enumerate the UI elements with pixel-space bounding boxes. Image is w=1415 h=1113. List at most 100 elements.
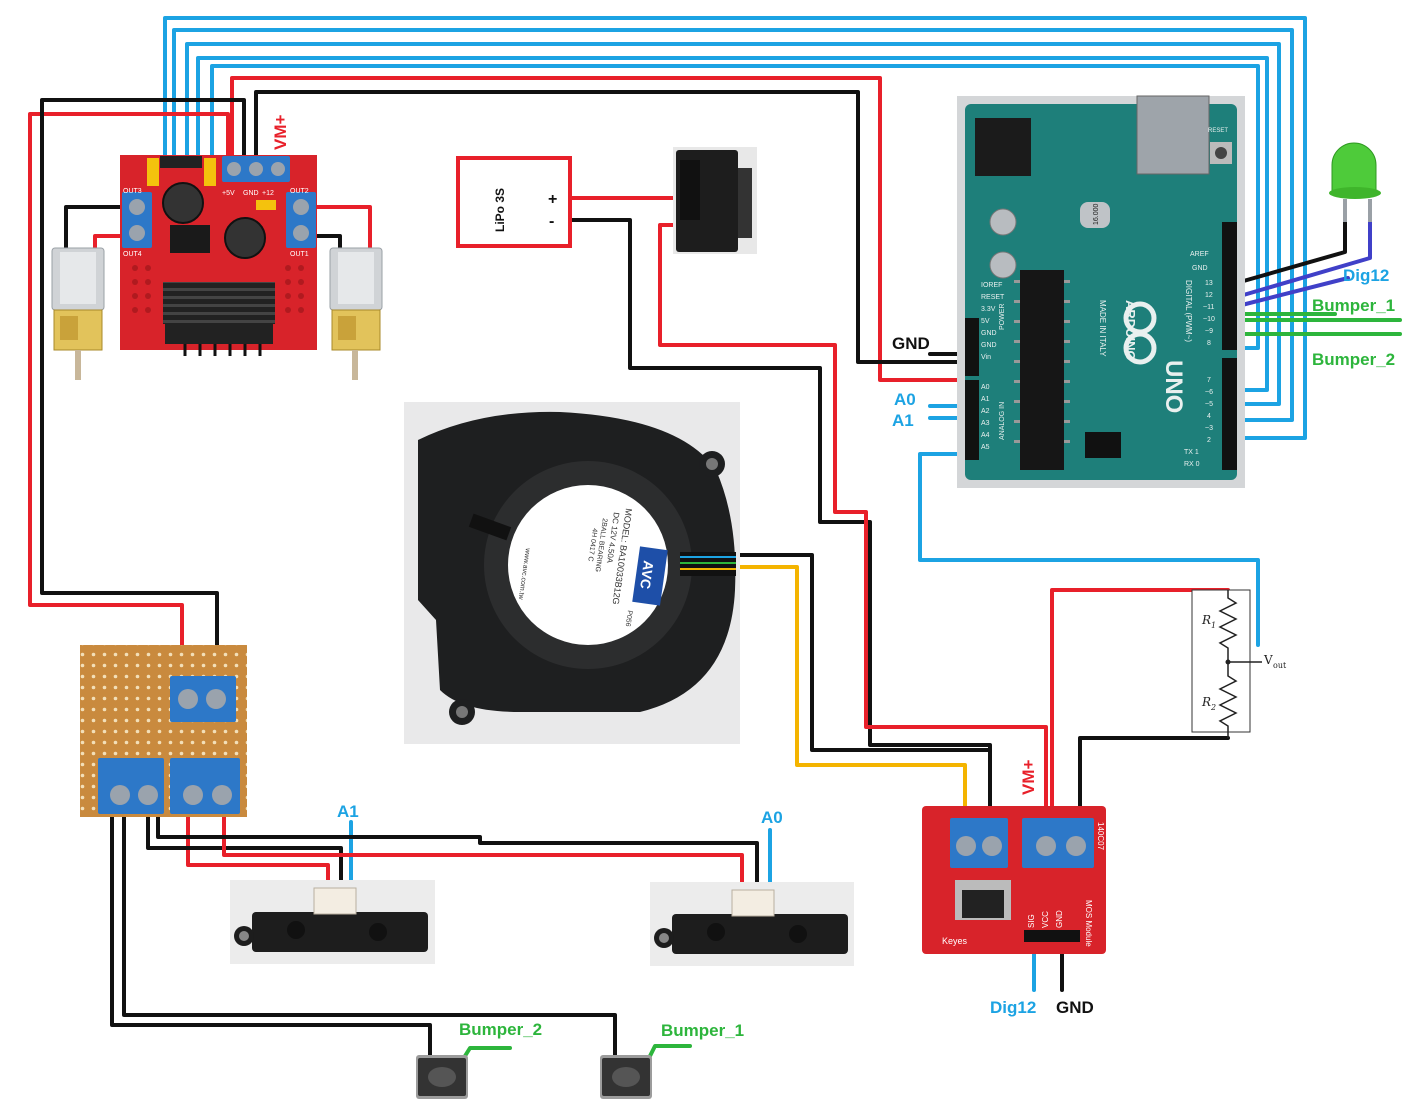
driver-capacitor-2 <box>224 217 266 259</box>
arduino-crystal-label: 16.000 <box>1093 203 1100 225</box>
fan-label-sticker <box>508 485 668 645</box>
pin-label: 13 <box>1205 280 1213 287</box>
arduino-cap-1 <box>989 208 1017 236</box>
fan-brand: AVC <box>637 560 657 590</box>
arduino-model: UNO <box>1160 360 1187 413</box>
pin-label: ~11 <box>1203 304 1214 311</box>
pin-label: 8 <box>1207 340 1211 347</box>
wire-black-bumper1 <box>122 813 617 1060</box>
pin-label: RESET <box>981 294 1005 301</box>
wire-red-vm-arduino <box>230 76 974 382</box>
pin-label: ~3 <box>1205 425 1213 432</box>
wire-black-motor-left <box>64 205 132 252</box>
wire-black-fan <box>733 553 992 752</box>
proto-board <box>80 645 247 817</box>
arduino-made-in: MADE IN ITALY <box>1098 300 1107 357</box>
battery-name: LiPo 3S <box>493 188 507 232</box>
mosfet-module: Keyes SIG VCC GND MOS Module 140C07 <box>922 806 1106 954</box>
wire-black-gnd-arduino <box>254 90 974 364</box>
arduino-atmega <box>1020 270 1064 470</box>
mosfet-module-label: MOS Module <box>1084 900 1093 947</box>
label-a1-sensor: A1 <box>337 802 359 821</box>
arduino-header-digital-low <box>1222 358 1237 470</box>
pin-label: 5V <box>981 318 990 325</box>
label-bumper1-arduino: Bumper_1 <box>1312 296 1395 315</box>
resistor-r2 <box>1218 662 1238 738</box>
label-bumper1-switch: Bumper_1 <box>661 1021 744 1040</box>
pin-label: A0 <box>981 384 990 391</box>
pin-label: 2 <box>1207 437 1211 444</box>
driver-regulator <box>170 225 210 253</box>
wire-red-driver-proto <box>28 112 230 682</box>
label-r1: R <box>1201 613 1211 627</box>
green-led <box>1329 142 1381 222</box>
pin-label: A4 <box>981 432 990 439</box>
fan-date: 4H 0417 C <box>586 528 598 562</box>
proto-terminal-top <box>170 676 236 722</box>
label-a1-arduino: A1 <box>892 411 914 430</box>
arduino-header-power <box>965 318 979 376</box>
label-a0-arduino: A0 <box>894 390 916 409</box>
label-dig12-mosfet: Dig12 <box>990 998 1036 1017</box>
arduino-uno: 16.000 ARDUINO UNO MADE IN ITALY DIGITAL… <box>957 95 1245 488</box>
pin-label: ~5 <box>1205 401 1213 408</box>
wire-blue-in4 <box>196 56 1269 392</box>
wire-blue-in3 <box>185 42 1281 406</box>
wire-black-driver-proto <box>40 98 246 682</box>
label-r1-sub: 1 <box>1211 621 1216 630</box>
driver-label-out2: OUT2 <box>290 188 309 195</box>
pin-label: GND <box>981 330 997 337</box>
wire-black-battery <box>568 218 992 822</box>
wire-red-motor-left <box>93 234 132 252</box>
arduino-cap-2 <box>989 251 1017 279</box>
pin-label: A1 <box>981 396 990 403</box>
label-r2: R <box>1201 695 1211 709</box>
arduino-logo <box>1123 301 1157 365</box>
pin-label: TX 1 <box>1184 449 1199 456</box>
pin-label: ~9 <box>1205 328 1213 335</box>
pin-label: 7 <box>1207 377 1211 384</box>
label-vout: V <box>1263 653 1273 667</box>
arduino-header-digital-high <box>1222 222 1237 350</box>
arduino-icsp <box>1085 432 1121 458</box>
proto-terminal-left <box>98 758 164 814</box>
pin-label: Vin <box>981 354 991 361</box>
mosfet-vcc: VCC <box>1041 911 1050 928</box>
pin-label: A3 <box>981 420 990 427</box>
label-dig12-arduino: Dig12 <box>1343 266 1389 285</box>
driver-label-gnd: GND <box>243 190 259 197</box>
label-vm-mosfet: VM+ <box>1019 760 1038 796</box>
wire-yellow-fan <box>733 565 967 822</box>
wire-green-bumper2-lead <box>463 1046 512 1058</box>
bumper-switch-2 <box>416 1055 468 1099</box>
pin-label: 4 <box>1207 413 1211 420</box>
wire-blue-in1 <box>163 16 1307 440</box>
arduino-aref: AREF <box>1190 251 1209 258</box>
driver-label-out3: OUT3 <box>123 188 142 195</box>
arduino-power-label: POWER <box>999 304 1006 330</box>
label-r2-sub: 2 <box>1210 703 1216 712</box>
label-gnd-arduino: GND <box>892 334 930 353</box>
motor-driver: OUT3 OUT4 OUT2 OUT1 +12 GND +5V <box>120 155 317 356</box>
mosfet-brand: Keyes <box>942 936 968 946</box>
wire-black-bumper2 <box>110 813 432 1060</box>
wire-black-sensor-a0 <box>156 813 759 892</box>
driver-heatsink <box>163 282 275 324</box>
wire-purple-led <box>1238 220 1372 298</box>
driver-jumper-2 <box>204 158 216 186</box>
driver-capacitor-1 <box>162 182 204 224</box>
arduino-analog-label: ANALOG IN <box>999 402 1006 440</box>
pin-label: GND <box>981 342 997 349</box>
driver-label-plus5: +5V <box>222 190 235 197</box>
pin-label: ~6 <box>1205 389 1213 396</box>
wire-green-bumper1-lead <box>648 1044 692 1058</box>
label-gnd-mosfet: GND <box>1056 998 1094 1017</box>
wire-black-led <box>1238 218 1347 284</box>
wire-blue-ena <box>210 64 1260 350</box>
ir-sensor-a0 <box>650 882 854 966</box>
wire-red-divider <box>1050 588 1230 822</box>
pin-label: IOREF <box>981 282 1002 289</box>
blower-fan: AVC MODEL: BA10033B12G DC 12V 4.50A 2BAL… <box>404 402 740 744</box>
wire-blue-vout <box>918 452 1260 647</box>
